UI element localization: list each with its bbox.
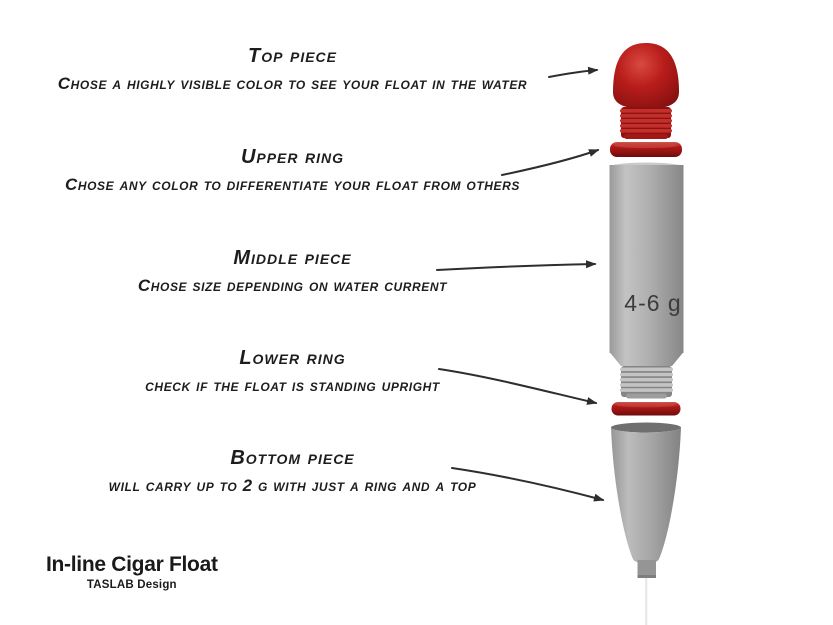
diagram-subtitle: TASLAB Design	[86, 579, 177, 591]
annotation-bottom-piece: Bottom piece will carry up to 2 g with j…	[5, 447, 580, 496]
annotation-middle-piece: Middle piece Chose size depending on wat…	[5, 247, 580, 296]
annotation-title: Upper ring	[240, 146, 345, 168]
float-top-piece	[613, 43, 679, 139]
annotation-title: Lower ring	[239, 347, 346, 369]
annotation-upper-ring: Upper ring Chose any color to differenti…	[5, 146, 580, 195]
annotation-title: Bottom piece	[230, 447, 355, 469]
annotation-description: check if the float is standing upright	[145, 376, 440, 395]
annotation-top-piece: Top piece Chose a highly visible color t…	[5, 45, 580, 94]
diagram-title: In-line Cigar Float	[46, 553, 218, 576]
annotation-lower-ring: Lower ring check if the float is standin…	[5, 347, 580, 396]
float-upper-ring	[610, 142, 682, 157]
footer-branding: In-line Cigar Float TASLAB Design	[46, 553, 218, 591]
float-illustration: 4-6 g	[609, 43, 684, 625]
annotation-description: will carry up to 2 g with just a ring an…	[108, 476, 477, 495]
float-weight-label: 4-6 g	[624, 290, 681, 316]
float-lower-ring	[611, 402, 681, 416]
float-middle-piece: 4-6 g	[609, 162, 684, 399]
float-bottom-piece	[611, 422, 681, 625]
annotation-description: Chose size depending on water current	[137, 276, 448, 295]
float-line	[645, 578, 648, 625]
annotation-description: Chose any color to differentiate your fl…	[64, 175, 521, 194]
annotation-title: Top piece	[247, 45, 337, 67]
annotation-title: Middle piece	[233, 247, 352, 269]
annotation-description: Chose a highly visible color to see your…	[57, 74, 528, 93]
